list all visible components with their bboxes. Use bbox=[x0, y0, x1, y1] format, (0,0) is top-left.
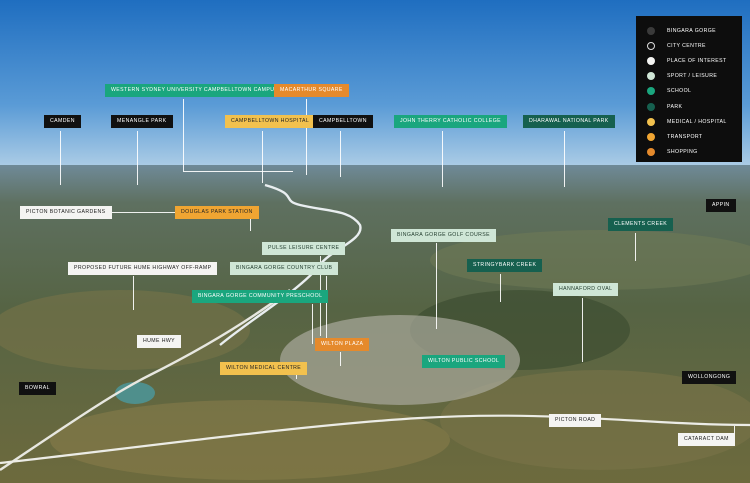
leader-menangle bbox=[137, 131, 138, 185]
label-hume-hwy: HUME HWY bbox=[137, 335, 182, 349]
leader-john-therry bbox=[442, 131, 443, 187]
legend-item-sport-leisure: SPORT / LEISURE bbox=[647, 69, 742, 84]
leader-picton-gardens bbox=[101, 212, 181, 213]
legend-item-city-centre: CITY CENTRE bbox=[647, 38, 742, 53]
legend-label: PLACE OF INTEREST bbox=[667, 57, 727, 64]
label-western-sydney-university: WESTERN SYDNEY UNIVERSITY CAMPBELLTOWN C… bbox=[105, 84, 285, 98]
shopping-dot-icon bbox=[647, 148, 655, 157]
hume-highway bbox=[0, 289, 291, 471]
legend-label: SHOPPING bbox=[667, 149, 698, 156]
leader-macarthur bbox=[306, 99, 307, 175]
label-picton-botanic-gardens: PICTON BOTANIC GARDENS bbox=[20, 206, 112, 220]
legend-label: CITY CENTRE bbox=[667, 42, 706, 49]
legend-item-park: PARK bbox=[647, 99, 742, 114]
leader-offramp bbox=[133, 276, 134, 310]
reservoir bbox=[115, 382, 155, 404]
label-bingara-gorge-community-preschool: BINGARA GORGE COMMUNITY PRESCHOOL bbox=[192, 290, 329, 304]
leader-hannaford bbox=[582, 298, 583, 362]
label-wilton-public-school: WILTON PUBLIC SCHOOL bbox=[422, 355, 506, 369]
sport-leisure-dot-icon bbox=[647, 72, 655, 81]
label-clements-creek: CLEMENTS CREEK bbox=[608, 218, 674, 232]
leader-country-club bbox=[326, 276, 327, 338]
label-pulse-leisure-centre: PULSE LEISURE CENTRE bbox=[262, 242, 346, 256]
label-stringybark-creek: STRINGYBARK CREEK bbox=[467, 259, 543, 273]
label-campbelltown: CAMPBELLTOWN bbox=[313, 115, 373, 129]
leader-hospital bbox=[262, 131, 263, 183]
leader-dharawal bbox=[564, 131, 565, 187]
label-bingara-gorge-golf-course: BINGARA GORGE GOLF COURSE bbox=[391, 229, 497, 243]
legend-label: PARK bbox=[667, 103, 683, 110]
leader-clements bbox=[635, 233, 636, 261]
leader-preschool bbox=[312, 304, 313, 344]
label-camden: CAMDEN bbox=[44, 115, 81, 129]
label-hannaford-oval: HANNAFORD OVAL bbox=[553, 283, 619, 297]
label-bowral: BOWRAL bbox=[19, 382, 56, 396]
leader-wsu bbox=[183, 99, 184, 171]
label-macarthur-square: MACARTHUR SQUARE bbox=[274, 84, 349, 98]
label-appin: APPIN bbox=[706, 199, 736, 213]
legend-label: TRANSPORT bbox=[667, 133, 703, 140]
label-menangle-park: MENANGLE PARK bbox=[111, 115, 173, 129]
bingara-gorge-dot-icon bbox=[647, 26, 655, 35]
medical-dot-icon bbox=[647, 117, 655, 126]
label-picton-road: PICTON ROAD bbox=[549, 414, 602, 428]
legend-item-medical-hospital: MEDICAL / HOSPITAL bbox=[647, 114, 742, 129]
legend-item-transport: TRANSPORT bbox=[647, 129, 742, 144]
label-wollongong: WOLLONGONG bbox=[682, 371, 737, 385]
legend-label: SCHOOL bbox=[667, 88, 692, 95]
suburb bbox=[280, 315, 520, 405]
place-of-interest-dot-icon bbox=[647, 56, 655, 65]
legend-item-place-of-interest: PLACE OF INTEREST bbox=[647, 53, 742, 68]
legend-item-bingara-gorge: BINGARA GORGE bbox=[647, 23, 742, 38]
map-legend: BINGARA GORGE CITY CENTRE PLACE OF INTER… bbox=[636, 16, 742, 162]
city-centre-dot-icon bbox=[647, 41, 655, 50]
leader-campbelltown bbox=[340, 131, 341, 177]
label-wilton-medical-centre: WILTON MEDICAL CENTRE bbox=[220, 362, 308, 376]
label-proposed-hume-highway-off-ramp: PROPOSED FUTURE HUME HIGHWAY OFF-RAMP bbox=[68, 262, 218, 276]
label-bingara-gorge-country-club: BINGARA GORGE COUNTRY CLUB bbox=[230, 262, 339, 276]
leader-golf bbox=[436, 243, 437, 329]
label-douglas-park-station: DOUGLAS PARK STATION bbox=[175, 206, 259, 220]
leader-wsu-h bbox=[183, 171, 293, 172]
leader-cataract bbox=[734, 426, 735, 436]
legend-label: MEDICAL / HOSPITAL bbox=[667, 118, 727, 125]
leader-stringybark bbox=[500, 274, 501, 302]
label-cataract-dam: CATARACT DAM bbox=[678, 433, 735, 447]
leader-wilton-plaza bbox=[340, 352, 341, 366]
picton-road bbox=[0, 414, 750, 465]
leader-camden bbox=[60, 131, 61, 185]
leader-douglas-park bbox=[250, 213, 251, 231]
label-dharawal-national-park: DHARAWAL NATIONAL PARK bbox=[523, 115, 615, 129]
label-campbelltown-hospital: CAMPBELLTOWN HOSPITAL bbox=[225, 115, 316, 129]
school-dot-icon bbox=[647, 87, 655, 96]
legend-item-school: SCHOOL bbox=[647, 84, 742, 99]
park-dot-icon bbox=[647, 102, 655, 111]
legend-label: BINGARA GORGE bbox=[667, 27, 717, 34]
label-john-therry-catholic-college: JOHN THERRY CATHOLIC COLLEGE bbox=[394, 115, 508, 129]
legend-item-shopping: SHOPPING bbox=[647, 145, 742, 160]
transport-dot-icon bbox=[647, 132, 655, 141]
legend-label: SPORT / LEISURE bbox=[667, 73, 718, 80]
label-wilton-plaza: WILTON PLAZA bbox=[315, 338, 370, 352]
